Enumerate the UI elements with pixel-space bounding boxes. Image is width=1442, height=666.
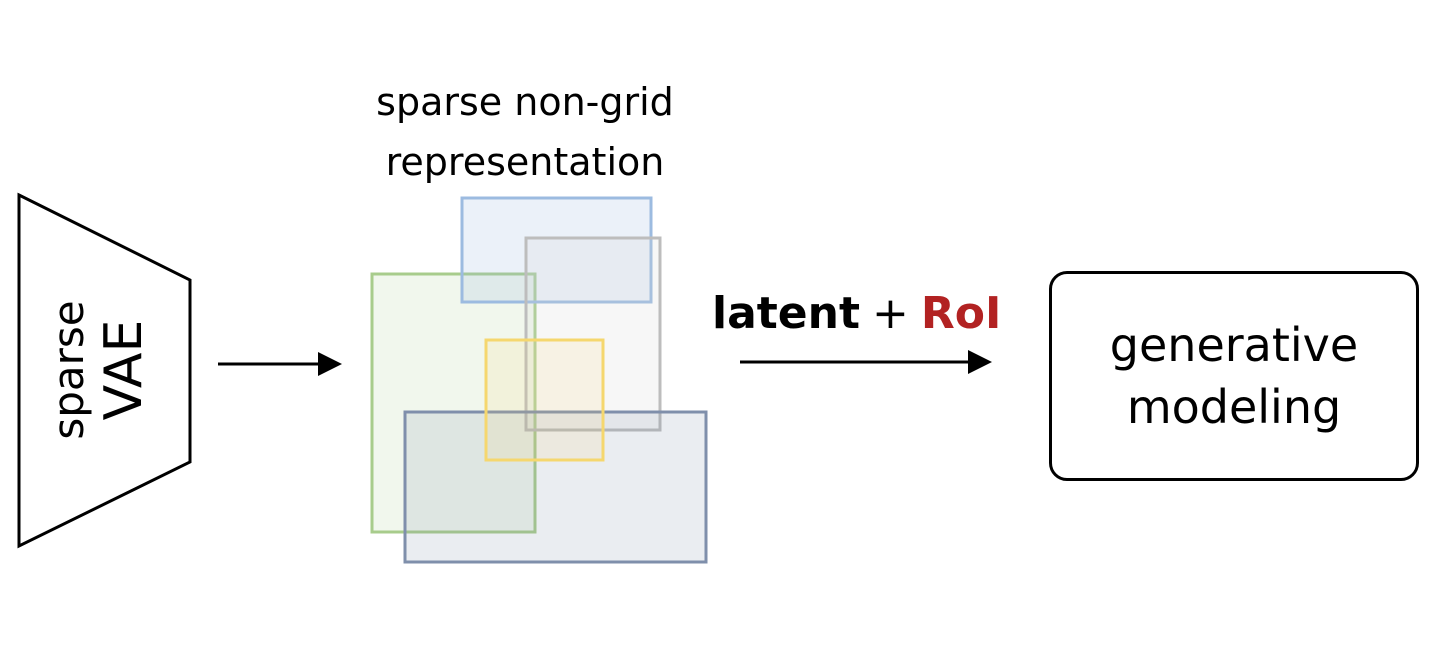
encoder-trapezoid xyxy=(17,192,192,549)
roi-label: RoI xyxy=(920,288,1002,339)
arrow-label: latent+RoI xyxy=(712,284,1001,344)
latent-label: latent xyxy=(712,288,861,339)
plus-sign: + xyxy=(872,288,909,339)
caption-line-2: representation xyxy=(385,140,665,184)
caption-line-1: sparse non-grid xyxy=(376,80,674,124)
blue-region-box xyxy=(460,196,653,304)
gray-region-box xyxy=(524,236,662,432)
generative-modeling-line-1: generative xyxy=(1109,318,1359,372)
green-region-box xyxy=(370,272,537,534)
representation-caption: sparse non-grid representation xyxy=(300,72,750,192)
encoder-label: sparse VAE xyxy=(44,220,164,520)
latent-arrowhead xyxy=(968,350,992,374)
yellow-region-box xyxy=(484,338,605,462)
generative-modeling-line-2: modeling xyxy=(1126,380,1342,434)
encoder-label-line-2: VAE xyxy=(94,319,154,421)
encoder-to-representation-arrowhead xyxy=(318,352,342,376)
slate-region-box xyxy=(403,410,708,564)
generative-modeling-box: generative modeling xyxy=(1049,271,1419,481)
encoder-label-line-1: sparse xyxy=(44,300,93,440)
